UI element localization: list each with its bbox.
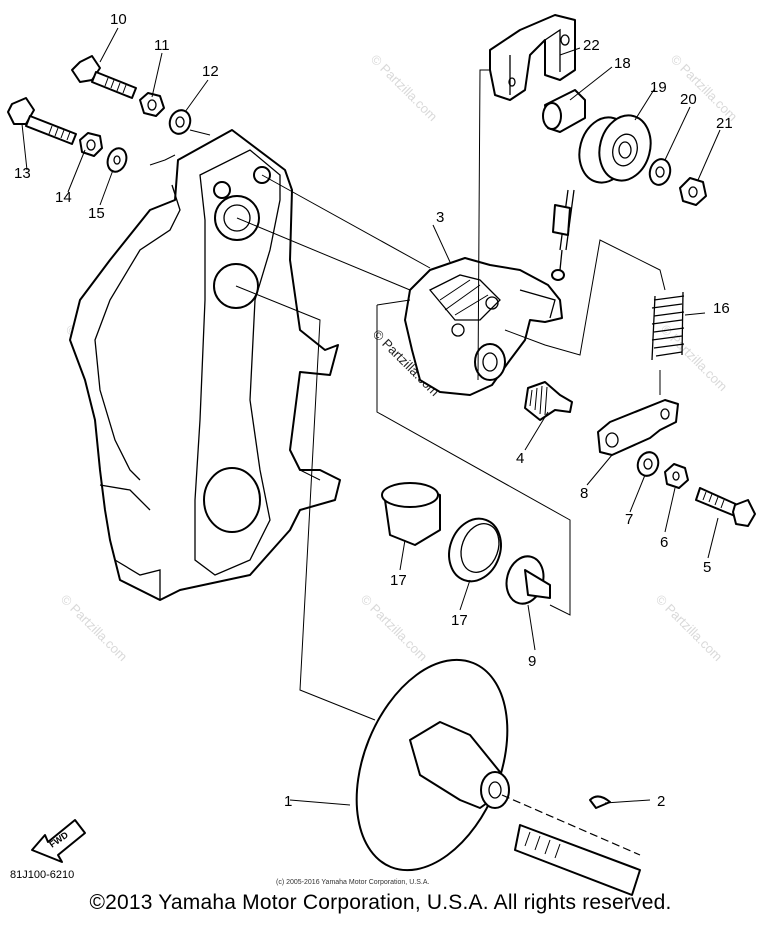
nut-11 <box>139 92 165 117</box>
callout-9: 9 <box>528 653 536 670</box>
callout-10: 10 <box>110 11 127 28</box>
watermark: © Partzilla.com <box>658 322 731 395</box>
callout-20: 20 <box>680 91 697 108</box>
forward-arrow-icon: FWD <box>31 819 86 863</box>
callout-14: 14 <box>55 189 72 206</box>
washer-20 <box>648 158 672 186</box>
adjuster-screw-4 <box>524 381 573 421</box>
callout-17-b: 17 <box>451 612 468 629</box>
callout-21: 21 <box>716 115 733 132</box>
nut-14 <box>79 132 103 157</box>
housing-bracket <box>69 129 341 601</box>
footer-copyright: ©2013 Yamaha Motor Corporation, U.S.A. A… <box>89 891 672 914</box>
callout-16: 16 <box>713 300 730 317</box>
sheave-1 <box>355 658 510 872</box>
watermark: © Partzilla.com <box>668 52 741 125</box>
washer-15 <box>106 147 128 173</box>
shaft <box>501 794 641 896</box>
bushing-17-b <box>448 517 502 583</box>
bracket-22 <box>489 14 576 101</box>
lever-bracket-3 <box>404 257 563 396</box>
key-2 <box>589 795 611 809</box>
callout-4: 4 <box>516 450 524 467</box>
bolt-10 <box>71 55 137 99</box>
callout-18: 18 <box>614 55 631 72</box>
callout-3: 3 <box>436 209 444 226</box>
washer-12 <box>168 109 192 135</box>
nut-6 <box>664 463 689 489</box>
bushing-17-a <box>381 482 441 546</box>
assembly-lines <box>149 69 666 721</box>
callout-17-a: 17 <box>390 572 407 589</box>
callout-19: 19 <box>650 79 667 96</box>
watermark: © Partzilla.com <box>58 592 131 665</box>
callout-22: 22 <box>583 37 600 54</box>
callouts: 1 2 3 4 5 6 7 8 9 10 11 12 13 14 15 16 1… <box>14 11 733 810</box>
spacer-18 <box>542 89 586 133</box>
callout-7: 7 <box>625 511 633 528</box>
callout-11: 11 <box>154 37 170 54</box>
part-code: 81J100-6210 <box>10 869 74 881</box>
bolt-13 <box>7 97 77 145</box>
cable <box>551 189 575 281</box>
callout-13: 13 <box>14 165 31 182</box>
watermark: © Partzilla.com <box>653 592 726 665</box>
callout-12: 12 <box>202 63 219 80</box>
nut-21 <box>679 177 707 206</box>
callout-8: 8 <box>580 485 588 502</box>
bolt-5 <box>695 487 756 527</box>
washer-7 <box>636 451 660 477</box>
small-copyright: (c) 2005-2016 Yamaha Motor Corporation, … <box>276 879 429 886</box>
watermark: © Partzilla.com <box>358 592 431 665</box>
callout-5: 5 <box>703 559 711 576</box>
collar-9 <box>505 555 551 605</box>
callout-6: 6 <box>660 534 668 551</box>
watermark: © Partzilla.com <box>368 52 441 125</box>
lever-arm-8 <box>597 399 679 456</box>
leader-lines <box>21 27 721 806</box>
callout-2: 2 <box>657 793 665 810</box>
callout-15: 15 <box>88 205 105 222</box>
pulley-19 <box>578 114 652 184</box>
spring-16 <box>651 291 685 361</box>
callout-1: 1 <box>284 793 292 810</box>
